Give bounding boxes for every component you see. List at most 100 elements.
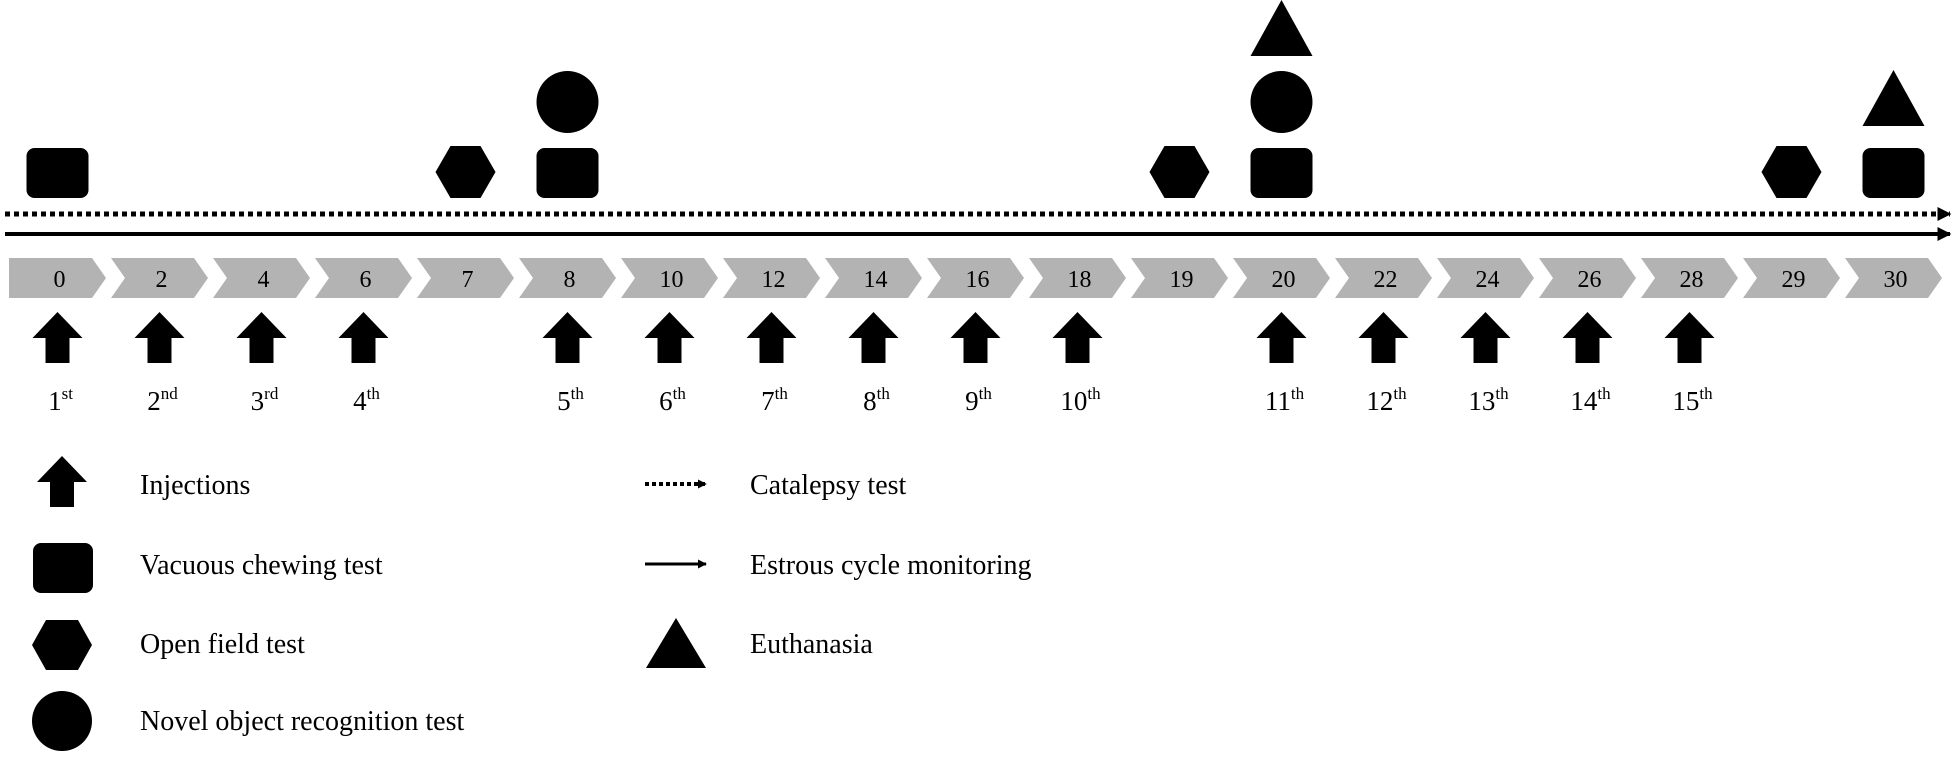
injection-number: 3rd (251, 384, 279, 416)
day-label: 0 (54, 267, 66, 293)
injection-number: 8th (863, 384, 890, 416)
injection-row: 1st 2nd 3rd 4th 5th 6th 7th 8th 9th 10th 11th 12th 1… (32, 312, 1715, 416)
day-chevron (1743, 258, 1840, 298)
day-label: 10 (660, 267, 684, 293)
day-label: 2 (156, 267, 168, 293)
day-chevron (825, 258, 922, 298)
day-chevron (1641, 258, 1738, 298)
day-chevron (1335, 258, 1432, 298)
injection-arrow-icon (32, 312, 83, 363)
day-label: 6 (360, 267, 372, 293)
legend-item-novel: Novel object recognition test (32, 691, 464, 751)
novel-object-circle-icon (32, 691, 92, 751)
day-label: 4 (258, 267, 270, 293)
legend-label-injections: Injections (140, 470, 250, 501)
injection-arrow-icon (848, 312, 899, 363)
legend: Injections Vacuous chewing test Open fie… (32, 456, 1032, 751)
vacuous-chewing-icon (33, 543, 93, 593)
injection-number: 7th (761, 384, 788, 416)
day-chevron (1131, 258, 1228, 298)
legend-item-chewing: Vacuous chewing test (33, 543, 383, 593)
legend-label-catalepsy: Catalepsy test (750, 470, 907, 501)
day-label: 16 (966, 267, 990, 293)
day-label: 29 (1782, 267, 1806, 293)
day-chevron (1845, 258, 1942, 298)
injection-number: 1st (48, 384, 73, 416)
day-chevron (9, 258, 106, 298)
day-label: 20 (1272, 267, 1296, 293)
injection-number: 9th (965, 384, 992, 416)
vacuous-chewing-marker (536, 148, 599, 198)
injection-arrow-icon (950, 312, 1001, 363)
injection-number: 13th (1468, 384, 1509, 416)
legend-item-catalepsy: Catalepsy test (645, 470, 907, 501)
day-chevron (1233, 258, 1330, 298)
injection-arrow-icon (1256, 312, 1307, 363)
euthanasia-triangle-icon (646, 618, 706, 668)
open-field-marker (435, 146, 496, 198)
day-label: 24 (1476, 267, 1500, 293)
day-label: 8 (564, 267, 576, 293)
legend-label-chewing: Vacuous chewing test (140, 550, 383, 581)
injection-arrow-icon (37, 456, 87, 507)
day-label: 12 (762, 267, 786, 293)
injection-number: 11th (1265, 384, 1305, 416)
injection-number: 4th (353, 384, 380, 416)
open-field-marker (1761, 146, 1822, 198)
vacuous-chewing-marker (26, 148, 89, 198)
injection-arrow-icon (1358, 312, 1409, 363)
legend-item-injections: Injections (37, 456, 250, 507)
day-chevron (621, 258, 718, 298)
legend-label-estrous: Estrous cycle monitoring (750, 550, 1032, 581)
open-field-marker (1149, 146, 1210, 198)
day-label: 28 (1680, 267, 1704, 293)
legend-label-novel: Novel object recognition test (140, 706, 464, 737)
injection-arrow-icon (1562, 312, 1613, 363)
day-chevron (927, 258, 1024, 298)
day-chevron (1539, 258, 1636, 298)
injection-number: 10th (1060, 384, 1101, 416)
injection-number: 5th (557, 384, 584, 416)
day-label: 22 (1374, 267, 1398, 293)
day-chevron (1029, 258, 1126, 298)
injection-arrow-icon (1052, 312, 1103, 363)
novel-object-marker (536, 71, 599, 133)
day-label: 26 (1578, 267, 1602, 293)
open-field-hexagon-icon (32, 620, 92, 670)
vacuous-chewing-marker (1862, 148, 1925, 198)
day-chevron (1437, 258, 1534, 298)
day-chevron-row (9, 258, 1942, 298)
injection-arrow-icon (236, 312, 287, 363)
injection-number: 6th (659, 384, 686, 416)
day-label: 18 (1068, 267, 1092, 293)
test-marker-row (26, 0, 1925, 198)
day-label: 19 (1170, 267, 1194, 293)
legend-label-openfield: Open field test (140, 629, 305, 660)
injection-arrow-icon (1460, 312, 1511, 363)
euthanasia-marker (1250, 0, 1313, 56)
injection-arrow-icon (542, 312, 593, 363)
injection-arrow-icon (338, 312, 389, 363)
day-chevron (213, 258, 310, 298)
day-chevron (315, 258, 412, 298)
injection-number: 14th (1570, 384, 1611, 416)
day-chevron (519, 258, 616, 298)
day-label: 14 (864, 267, 888, 293)
legend-item-estrous: Estrous cycle monitoring (645, 550, 1032, 581)
injection-number: 12th (1366, 384, 1407, 416)
injection-number: 2nd (147, 384, 178, 416)
injection-arrow-icon (644, 312, 695, 363)
day-chevron (417, 258, 514, 298)
day-chevron (723, 258, 820, 298)
day-label: 7 (462, 267, 474, 293)
euthanasia-marker (1862, 70, 1925, 126)
day-chevron (111, 258, 208, 298)
novel-object-marker (1250, 71, 1313, 133)
legend-item-openfield: Open field test (32, 620, 305, 670)
injection-arrow-icon (1664, 312, 1715, 363)
injection-number: 15th (1672, 384, 1713, 416)
legend-label-euthanasia: Euthanasia (750, 629, 873, 660)
day-label: 30 (1884, 267, 1908, 293)
